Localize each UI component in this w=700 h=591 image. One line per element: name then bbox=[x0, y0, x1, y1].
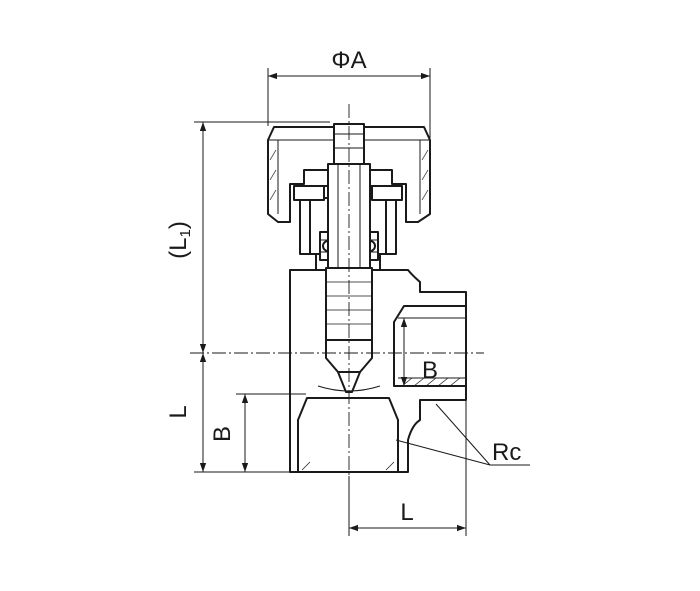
dimension-b-vertical: B bbox=[209, 393, 306, 473]
rc-label: Rc bbox=[492, 439, 521, 466]
dimension-b-side: B bbox=[400, 318, 438, 386]
leader-rc: Rc bbox=[395, 403, 530, 466]
valve-body bbox=[289, 269, 467, 473]
dimension-diameter-a: ΦA bbox=[267, 47, 431, 138]
l-horizontal-label: L bbox=[400, 499, 413, 526]
dimension-l-horizontal: L bbox=[348, 388, 467, 536]
l1-label: (L1) bbox=[165, 221, 194, 259]
handwheel bbox=[267, 126, 431, 223]
l-vertical-label: L bbox=[165, 405, 192, 418]
b-side-label: B bbox=[422, 357, 438, 384]
diameter-a-label: ΦA bbox=[331, 47, 366, 74]
l1-subscript: 1 bbox=[177, 229, 194, 237]
centerlines bbox=[190, 104, 484, 490]
dimension-l-vertical: L bbox=[165, 353, 296, 473]
b-vertical-label: B bbox=[209, 426, 236, 442]
dimension-l1: (L1) bbox=[165, 121, 330, 353]
